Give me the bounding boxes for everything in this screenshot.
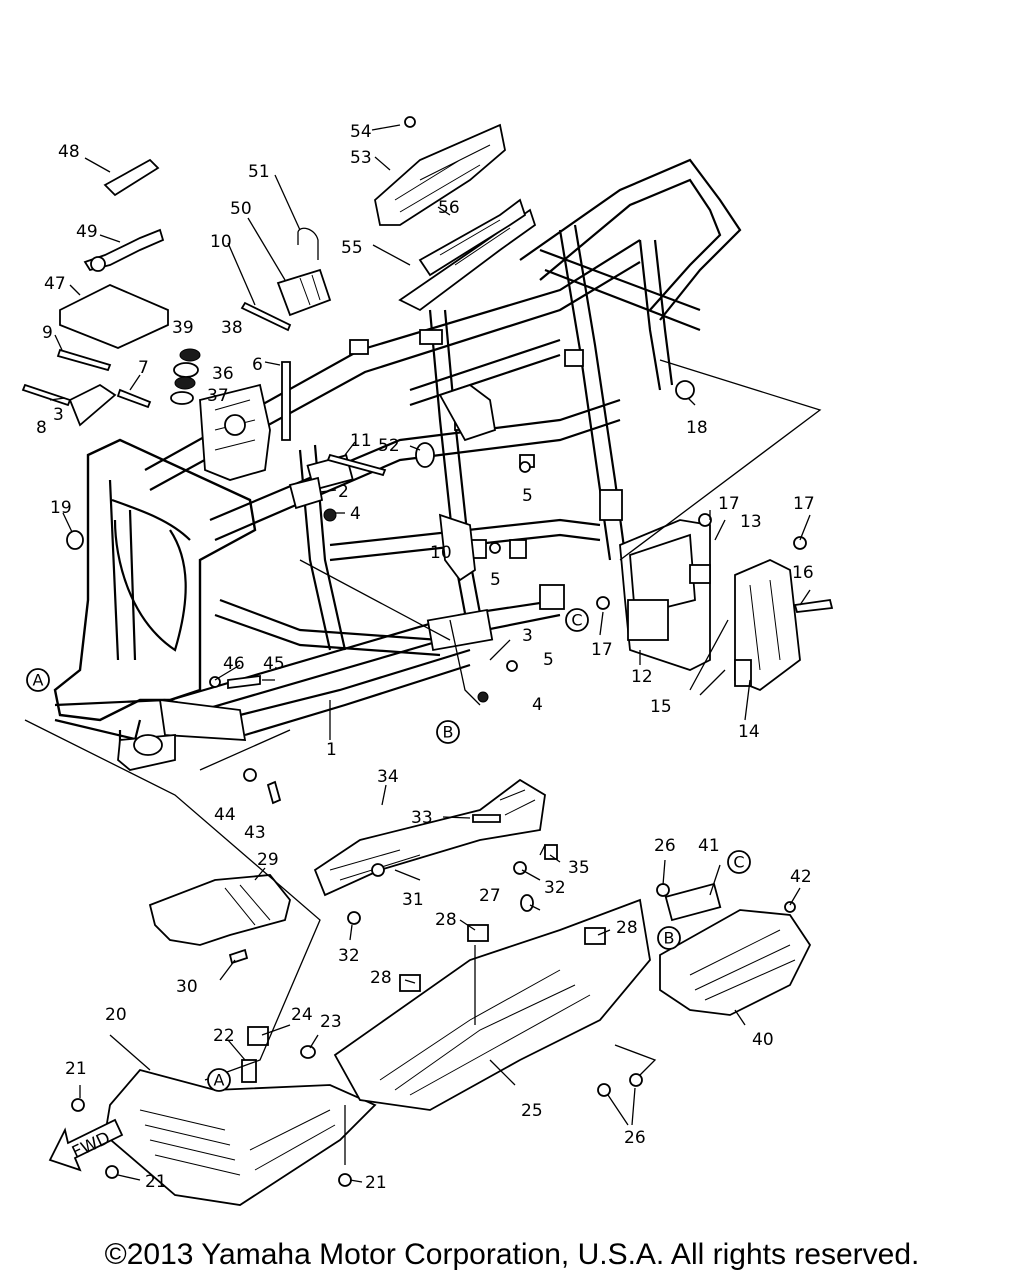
callout-17-low: 17 bbox=[591, 640, 613, 660]
callout-22: 22 bbox=[213, 1026, 235, 1046]
callout-3-left: 3 bbox=[53, 405, 64, 425]
callout-7: 7 bbox=[138, 358, 149, 378]
callout-46: 46 bbox=[223, 654, 245, 674]
battery-box bbox=[619, 519, 801, 692]
rear-fender-brackets bbox=[374, 123, 537, 312]
main-frame bbox=[53, 158, 742, 771]
callout-29: 29 bbox=[257, 850, 279, 870]
ref-b-skid: B bbox=[664, 929, 675, 948]
callout-12: 12 bbox=[631, 667, 653, 687]
callout-32-right: 32 bbox=[544, 878, 566, 898]
callout-45: 45 bbox=[263, 654, 285, 674]
callout-21-bottom-left: 21 bbox=[145, 1172, 167, 1192]
callout-17-right: 17 bbox=[793, 494, 815, 514]
callout-37: 37 bbox=[207, 386, 229, 406]
callout-14: 14 bbox=[738, 722, 760, 742]
parts-diagram: FWD A A B B C C 48 49 47 9 8 3 7 39 38 3… bbox=[21, 116, 834, 1206]
callout-56: 56 bbox=[438, 198, 460, 218]
callout-28-top: 28 bbox=[435, 910, 457, 930]
leader-lines bbox=[24, 124, 822, 1183]
callout-17-left: 17 bbox=[718, 494, 740, 514]
callout-26-bottom: 26 bbox=[624, 1128, 646, 1148]
callout-13: 13 bbox=[740, 512, 762, 532]
callout-10-mid: 10 bbox=[430, 543, 452, 563]
callout-43: 43 bbox=[244, 823, 266, 843]
callout-11: 11 bbox=[350, 431, 372, 451]
callout-55: 55 bbox=[341, 238, 363, 258]
skid-plates bbox=[71, 778, 812, 1206]
ref-a-skid: A bbox=[214, 1071, 225, 1090]
callout-28-left: 28 bbox=[370, 968, 392, 988]
fwd-arrow: FWD bbox=[48, 1118, 124, 1172]
callout-25: 25 bbox=[521, 1101, 543, 1121]
callout-32-left: 32 bbox=[338, 946, 360, 966]
callout-20: 20 bbox=[105, 1005, 127, 1025]
callout-18: 18 bbox=[686, 418, 708, 438]
callout-38: 38 bbox=[221, 318, 243, 338]
callout-48: 48 bbox=[58, 142, 80, 162]
callout-5-upper: 5 bbox=[522, 486, 533, 506]
callout-41: 41 bbox=[698, 836, 720, 856]
callout-35: 35 bbox=[568, 858, 590, 878]
ref-c-frame: C bbox=[571, 611, 582, 630]
callout-42: 42 bbox=[790, 867, 812, 887]
ref-c-skid: C bbox=[733, 853, 744, 872]
callout-16: 16 bbox=[792, 563, 814, 583]
callout-6: 6 bbox=[252, 355, 263, 375]
callout-28-right: 28 bbox=[616, 918, 638, 938]
callout-2: 2 bbox=[338, 482, 349, 502]
callout-54: 54 bbox=[350, 122, 372, 142]
callout-9: 9 bbox=[42, 323, 53, 343]
callout-10-top: 10 bbox=[210, 232, 232, 252]
callout-5-low: 5 bbox=[543, 650, 554, 670]
callout-36: 36 bbox=[212, 364, 234, 384]
small-parts-top-left bbox=[21, 116, 834, 805]
callout-23: 23 bbox=[320, 1012, 342, 1032]
callout-19: 19 bbox=[50, 498, 72, 518]
callout-40: 40 bbox=[752, 1030, 774, 1050]
callout-49: 49 bbox=[76, 222, 98, 242]
callout-47: 47 bbox=[44, 274, 66, 294]
callout-34: 34 bbox=[377, 767, 399, 787]
callout-21-bottom: 21 bbox=[365, 1173, 387, 1193]
callout-1: 1 bbox=[326, 740, 337, 760]
callout-labels: 48 49 47 9 8 3 7 39 38 36 37 51 50 10 6 … bbox=[36, 122, 815, 1193]
callout-8: 8 bbox=[36, 418, 47, 438]
callout-33: 33 bbox=[411, 808, 433, 828]
callout-39: 39 bbox=[172, 318, 194, 338]
callout-26-top: 26 bbox=[654, 836, 676, 856]
callout-44: 44 bbox=[214, 805, 236, 825]
callout-4-top: 4 bbox=[350, 504, 361, 524]
callout-24: 24 bbox=[291, 1005, 313, 1025]
callout-3-right: 3 bbox=[522, 626, 533, 646]
callout-5-mid: 5 bbox=[490, 570, 501, 590]
callout-21-left: 21 bbox=[65, 1059, 87, 1079]
callout-30: 30 bbox=[176, 977, 198, 997]
callout-15: 15 bbox=[650, 697, 672, 717]
callout-51: 51 bbox=[248, 162, 270, 182]
callout-31: 31 bbox=[402, 890, 424, 910]
reference-markers: A A B B C C bbox=[26, 608, 751, 1092]
callout-50: 50 bbox=[230, 199, 252, 219]
copyright-notice: ©2013 Yamaha Motor Corporation, U.S.A. A… bbox=[104, 1238, 920, 1271]
ref-a-frame: A bbox=[33, 671, 44, 690]
callout-4-low: 4 bbox=[532, 695, 543, 715]
ref-b-frame: B bbox=[443, 723, 454, 742]
callout-52: 52 bbox=[378, 436, 400, 456]
callout-27: 27 bbox=[479, 886, 501, 906]
callout-53: 53 bbox=[350, 148, 372, 168]
